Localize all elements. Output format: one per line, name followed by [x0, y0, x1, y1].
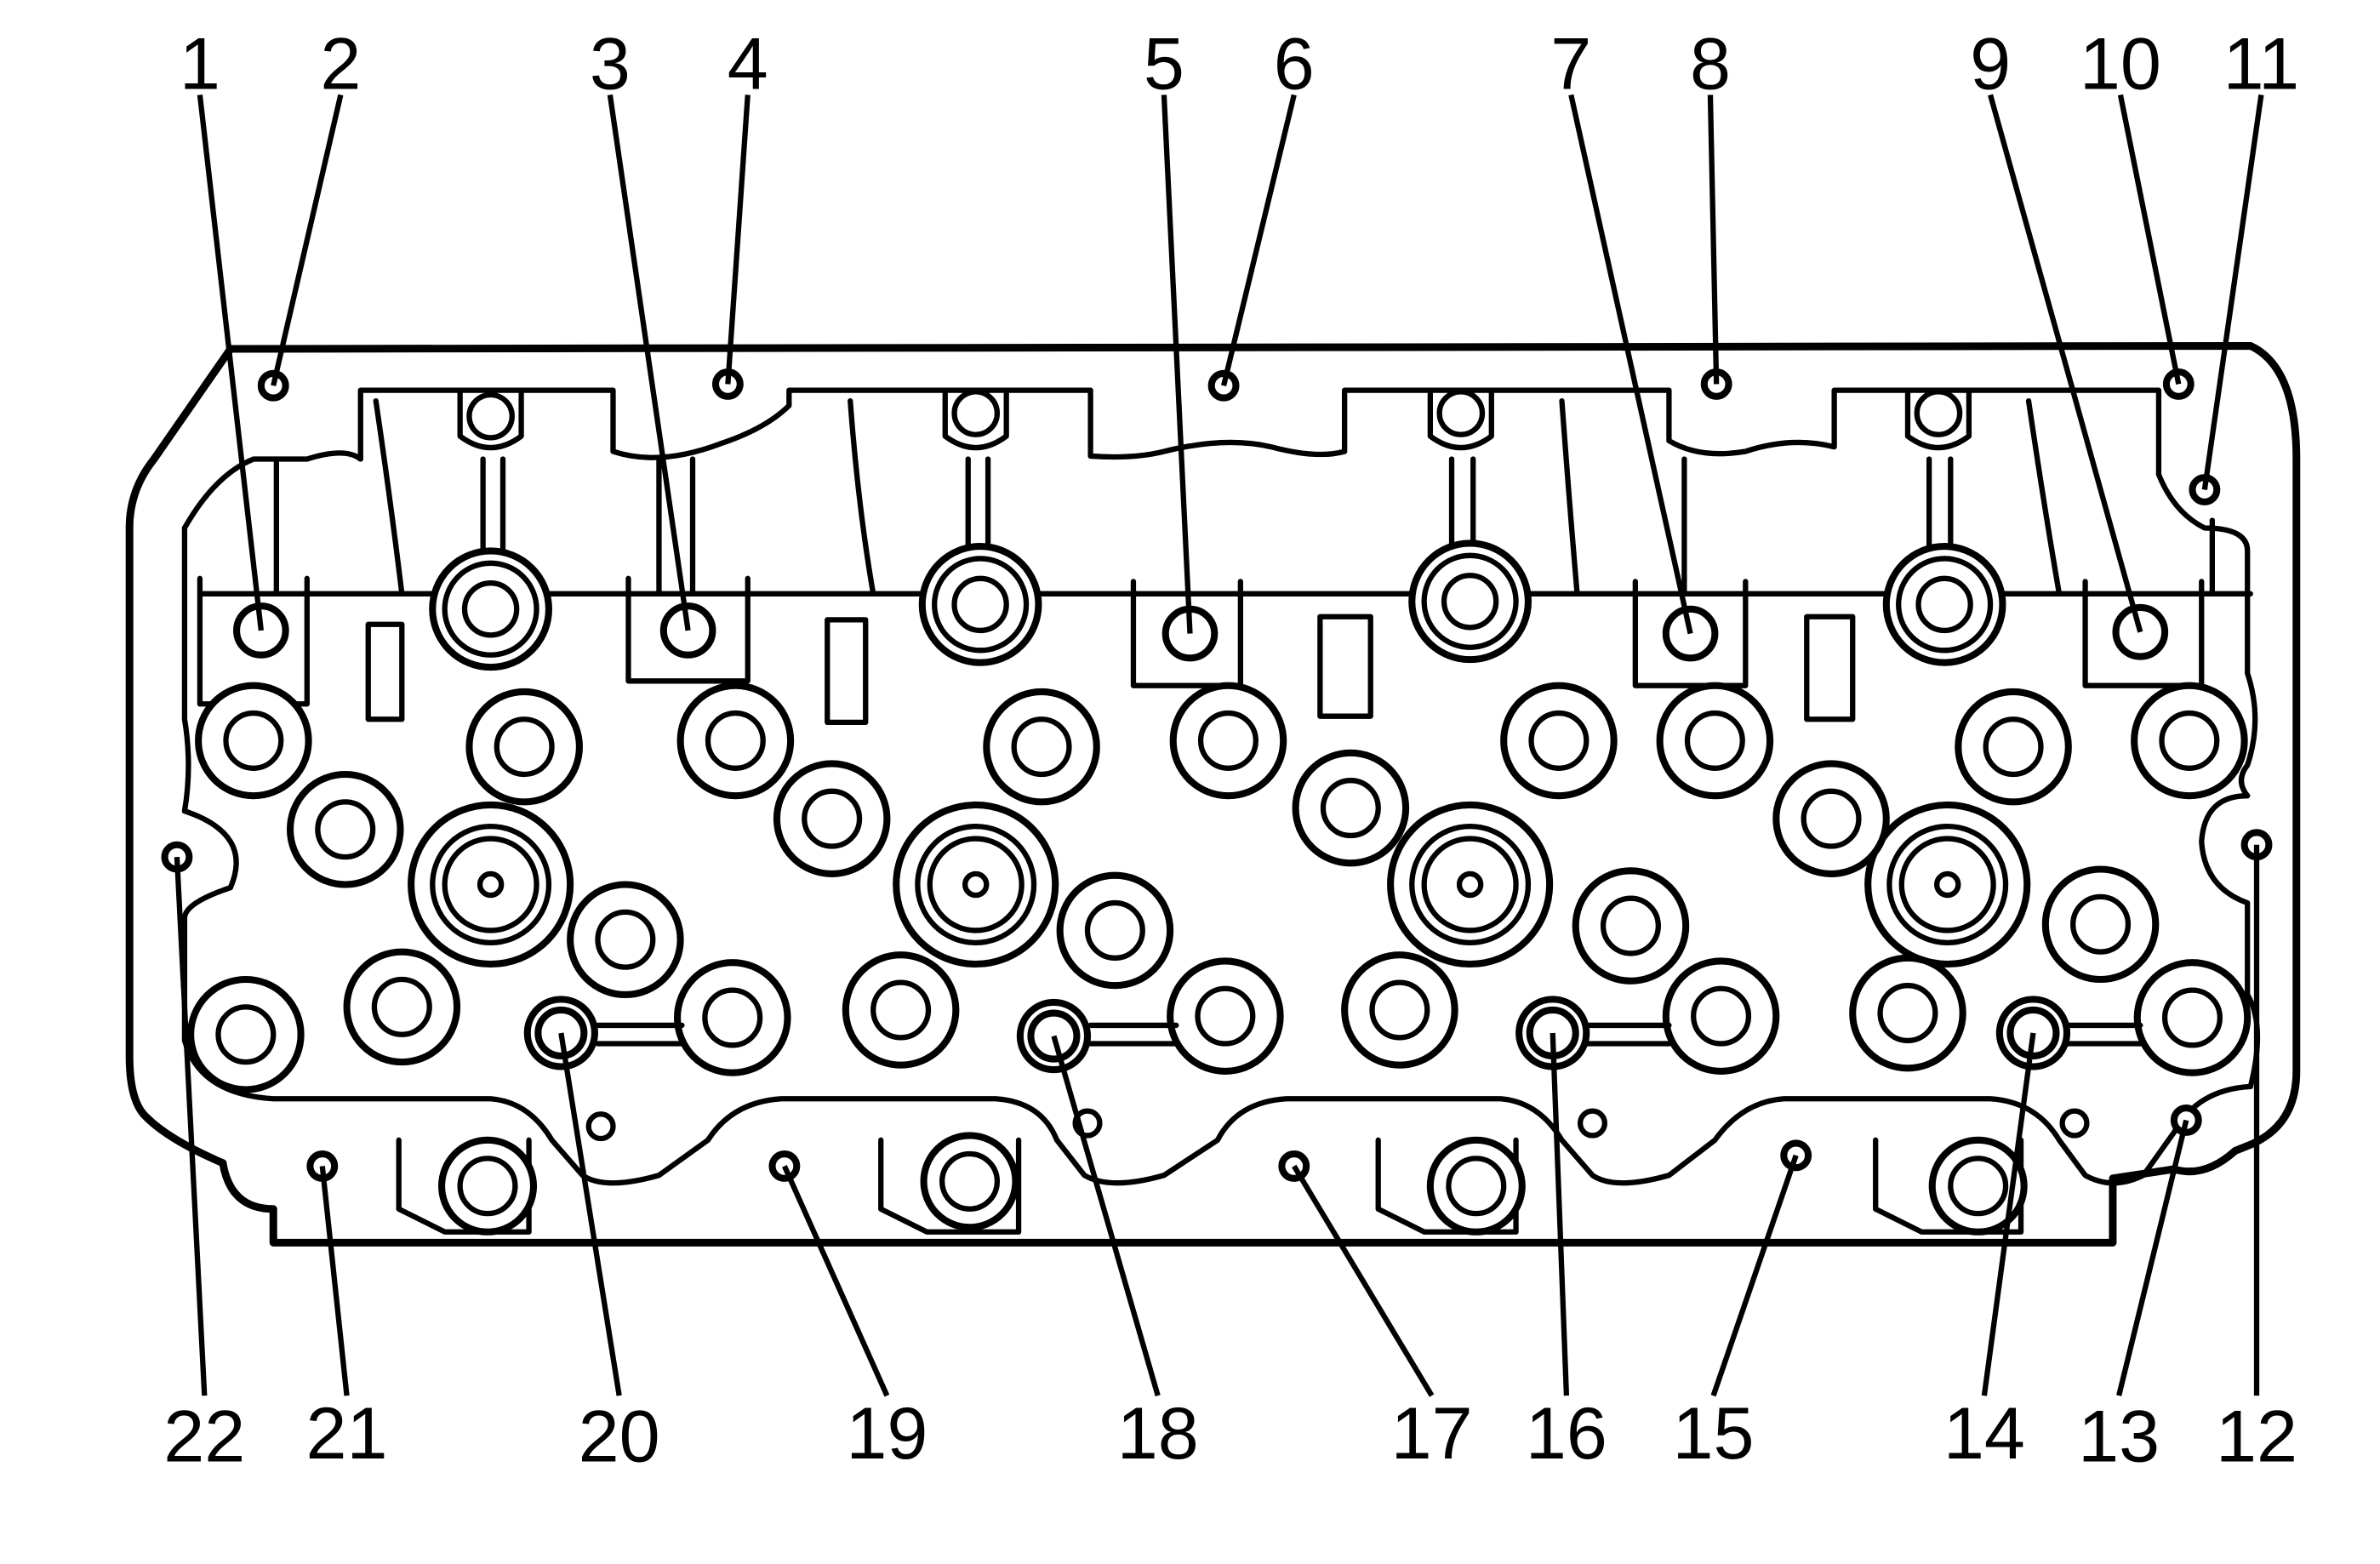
boss	[1882, 542, 2006, 666]
valve-ring	[1056, 871, 1174, 990]
upper-bosses	[429, 387, 2006, 671]
callout-2: 2	[320, 23, 361, 105]
bolt-rails	[595, 1022, 2143, 1047]
callout-18: 18	[1117, 1393, 1199, 1475]
injector-bore-3	[1387, 801, 1554, 968]
callout-labels: 1 2 3 4 5 6 7 8 9 10 11 12 13 14 15 16 1…	[163, 23, 2299, 1477]
valve-ring	[2131, 682, 2248, 800]
callout-19: 19	[846, 1393, 927, 1475]
bolt-hole-17	[1278, 1150, 1310, 1182]
valve-ring	[676, 682, 795, 800]
injector-bore-2	[893, 801, 1059, 968]
valve-ring	[2041, 865, 2160, 984]
bolt-hole-14	[1995, 996, 2071, 1070]
valve-ring	[983, 688, 1100, 806]
valve-ring	[842, 951, 960, 1069]
valve-ring	[1955, 688, 2072, 806]
valve-ring	[567, 881, 684, 999]
callout-7: 7	[1550, 23, 1591, 105]
valve-ring	[1500, 682, 1618, 800]
valve-ring	[1341, 951, 1458, 1069]
valve-ring	[1169, 682, 1287, 800]
valve-ring	[1656, 682, 1774, 800]
callout-15: 15	[1673, 1393, 1755, 1475]
callout-3: 3	[590, 23, 631, 105]
bolt-hole-19	[768, 1150, 801, 1182]
callout-9: 9	[1970, 23, 2011, 105]
callout-20: 20	[579, 1396, 660, 1478]
callout-11: 11	[2223, 23, 2300, 105]
callout-21: 21	[306, 1393, 388, 1475]
valve-ring	[286, 770, 404, 888]
valve-ring	[343, 948, 461, 1066]
valve-ring	[1662, 957, 1780, 1075]
callout-6: 6	[1274, 23, 1315, 105]
boss	[429, 547, 553, 671]
boss	[918, 542, 1042, 666]
valve-rings	[187, 682, 2252, 1093]
bolt-hole-15	[1780, 1139, 1812, 1172]
callout-10: 10	[2080, 23, 2161, 105]
valve-ring	[187, 975, 305, 1093]
valve-ring	[1292, 749, 1410, 867]
callout-5: 5	[1144, 23, 1184, 105]
lower-bosses	[396, 1108, 2090, 1236]
callout-17: 17	[1391, 1393, 1473, 1475]
boss-ribs	[457, 387, 1972, 554]
valve-ring	[465, 688, 583, 806]
injector-bore-1	[408, 801, 574, 968]
boss	[1408, 539, 1532, 664]
valve-ring	[673, 959, 791, 1076]
valve-ring	[773, 760, 891, 877]
callout-13: 13	[2078, 1396, 2160, 1478]
injector-bore-4	[1864, 801, 2031, 968]
valve-ring	[195, 682, 312, 800]
injector-bores	[408, 801, 2031, 968]
leader-lines	[174, 94, 2264, 1397]
callout-4: 4	[728, 23, 768, 105]
callout-12: 12	[2216, 1396, 2297, 1478]
valve-ring	[1572, 867, 1690, 985]
callout-1: 1	[180, 23, 220, 105]
callout-8: 8	[1690, 23, 1731, 105]
valve-ring	[1849, 954, 1966, 1072]
valve-ring	[2133, 959, 2252, 1076]
valve-ring	[1167, 957, 1284, 1075]
callout-16: 16	[1526, 1393, 1607, 1475]
valve-ring	[1772, 760, 1890, 877]
cylinder-head-outline	[125, 341, 2301, 1247]
small-boss	[466, 389, 1963, 441]
callout-22: 22	[163, 1396, 245, 1478]
callout-14: 14	[1943, 1393, 2025, 1475]
bolt-holes	[161, 368, 2273, 1182]
